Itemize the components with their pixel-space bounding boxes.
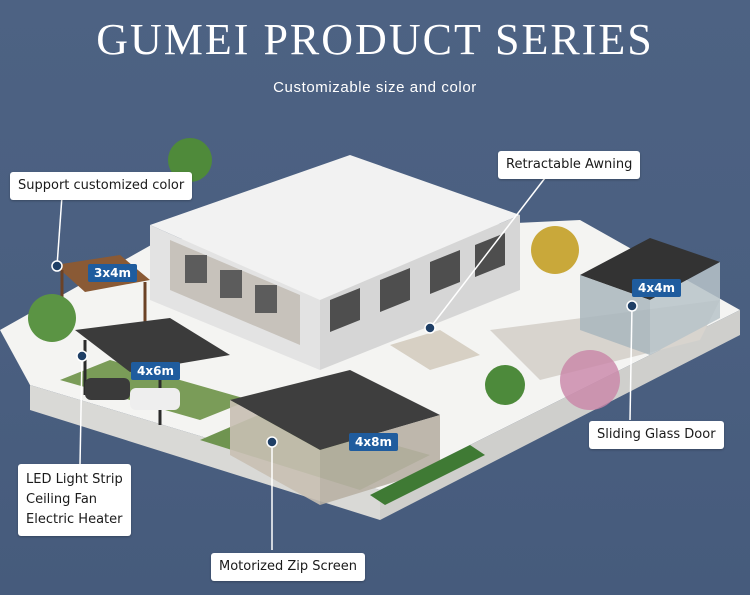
zip-screen: [230, 400, 320, 505]
glass-door: [650, 262, 720, 355]
callout-features: LED Light Strip Ceiling Fan Electric Hea…: [18, 464, 131, 536]
callout-support-color: Support customized color: [10, 172, 193, 200]
feature-led-light-strip: LED Light Strip: [26, 472, 123, 487]
callout-sliding-glass-door: Sliding Glass Door: [589, 421, 724, 449]
tree: [531, 226, 579, 274]
pergola-glass-roof: [580, 238, 720, 300]
car: [85, 378, 130, 400]
car: [130, 388, 180, 410]
tree: [28, 294, 76, 342]
carport-roof: [75, 318, 230, 372]
size-tag-4x4m: 4x4m: [632, 279, 681, 297]
window: [380, 268, 410, 312]
page-title: GUMEI PRODUCT SERIES: [96, 15, 654, 64]
house-roof: [150, 155, 520, 300]
zip-screen: [320, 415, 440, 505]
feature-ceiling-fan: Ceiling Fan: [26, 492, 98, 507]
size-tag-4x6m: 4x6m: [131, 362, 180, 380]
flower-bed: [560, 350, 620, 410]
house-wall-right: [320, 215, 520, 370]
window: [475, 233, 505, 277]
hedge: [370, 445, 485, 505]
page-subtitle: Customizable size and color: [273, 79, 477, 96]
window: [430, 250, 460, 294]
tree: [168, 138, 212, 182]
awning-canopy: [390, 330, 480, 370]
platform-edge-right: [380, 310, 740, 520]
window: [185, 255, 207, 283]
size-tag-4x8m: 4x8m: [349, 433, 398, 451]
window: [255, 285, 277, 313]
feature-electric-heater: Electric Heater: [26, 512, 123, 527]
window: [330, 288, 360, 332]
callout-motorized-zip-screen: Motorized Zip Screen: [211, 553, 365, 581]
tree: [485, 365, 525, 405]
window: [220, 270, 242, 298]
leader-dots: [51, 260, 638, 448]
size-tag-3x4m: 3x4m: [88, 264, 137, 282]
callout-retractable-awning: Retractable Awning: [498, 151, 641, 179]
pergola-large-roof: [230, 370, 440, 450]
leader-lines: [56, 177, 633, 550]
